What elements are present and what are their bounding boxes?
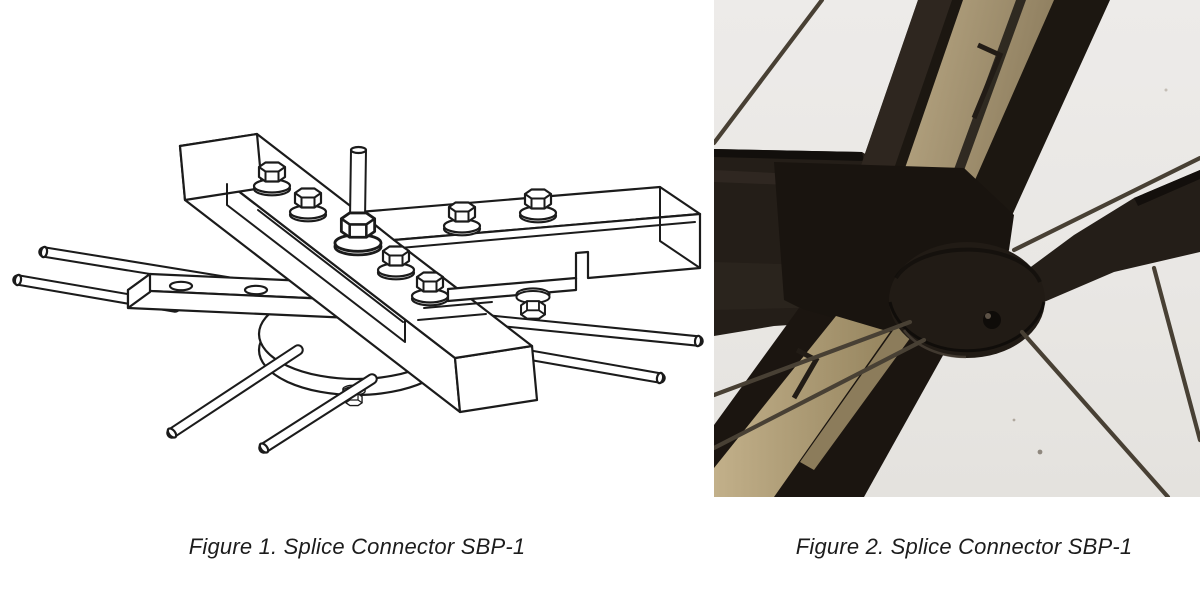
timber-member-horizontal-right (1012, 170, 1200, 302)
drum-highlight (902, 329, 967, 359)
threaded-rod (349, 145, 368, 220)
wood-groove (945, 0, 1026, 198)
figure2-photo (714, 0, 1200, 497)
beam-a-left-end-face (178, 132, 264, 202)
rod-end-cap (693, 334, 703, 348)
rod-end-cap (13, 273, 23, 287)
connector-drum (888, 242, 1046, 359)
cable-right-upper (1011, 155, 1200, 253)
steel-rod-lower-left (166, 344, 304, 439)
steel-rod-right (462, 312, 704, 348)
cable-right-lower (1151, 265, 1200, 443)
figure2-caption: Figure 2. Splice Connector SBP-1 (795, 534, 1133, 559)
rod-top-cap (349, 145, 368, 155)
beam-a-seam (257, 209, 404, 323)
steel-rod-lower-right (506, 346, 666, 385)
wood-face-lower (714, 316, 890, 497)
cables (714, 0, 1200, 497)
under-bolt (515, 287, 551, 320)
drum-bolt (983, 311, 1001, 329)
drum-rim (894, 247, 1042, 283)
rod-end-cap (655, 371, 665, 385)
cable-left-lower (714, 337, 927, 451)
rod-end-cap (166, 427, 178, 439)
figure2-panel (714, 0, 1200, 497)
photo-specks (1012, 88, 1168, 455)
steel-rod-lower-center (258, 373, 378, 454)
cable-left-upper (714, 319, 913, 398)
cable-bottom-right (1019, 329, 1171, 497)
figure1-panel (12, 132, 704, 454)
figure1-drawing (12, 132, 704, 454)
plate-hole (243, 284, 269, 296)
wood-notch-mark (971, 42, 1004, 119)
beam-a-crossing-seams (417, 301, 493, 321)
beam-b-seam (399, 221, 696, 249)
beam-b-end-edges (659, 186, 701, 269)
wood-face-upper (894, 0, 1054, 205)
drum-bolt-highlight (985, 313, 991, 319)
rod-end-cap (258, 442, 270, 454)
beam-a-rebate (226, 183, 406, 343)
wood-notch-mark (791, 347, 820, 400)
figure1-caption: Figure 1. Splice Connector SBP-1 (188, 534, 526, 559)
cable-top-left (714, 0, 825, 146)
rod-end-cap (39, 245, 49, 259)
plate-hole (168, 280, 194, 292)
